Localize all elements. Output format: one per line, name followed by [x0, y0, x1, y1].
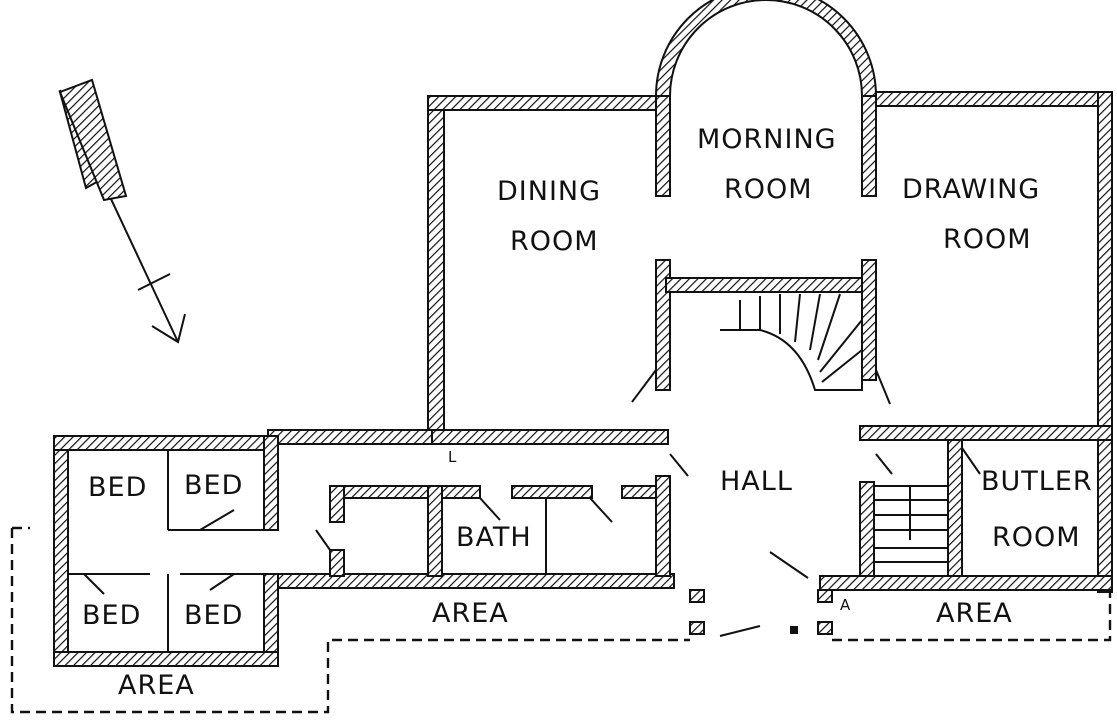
entrance-porch [689, 589, 833, 635]
bed-label-top-left: BED [88, 472, 147, 503]
drawing-room-label-line1: DRAWING [902, 174, 1040, 205]
bed-label-bottom-right: BED [184, 600, 243, 631]
morning-room-label-line2: ROOM [724, 174, 813, 205]
north-arrow-icon [58, 78, 186, 344]
dining-room-label-line1: DINING [497, 176, 601, 207]
morning-room-label-line1: MORNING [697, 124, 837, 155]
main-staircase [720, 291, 863, 391]
bedroom-wing-walls [53, 435, 279, 667]
main-block-walls [427, 91, 1113, 593]
area-label-right: AREA [936, 598, 1013, 629]
bed-label-top-right: BED [184, 470, 243, 501]
dining-room-label-line2: ROOM [510, 226, 599, 257]
mark-l: L [448, 448, 457, 466]
area-label-middle: AREA [432, 598, 509, 629]
service-wing-walls [267, 429, 675, 589]
back-staircase [873, 485, 949, 577]
hall-label: HALL [720, 466, 793, 497]
door-swings [631, 369, 981, 637]
area-boundary-lines [10, 526, 1112, 714]
mark-a: A [840, 596, 851, 614]
butler-room-label-line1: BUTLER [981, 466, 1093, 497]
drawing-room-label-line2: ROOM [943, 224, 1032, 255]
morning-room-bay [654, 0, 878, 97]
area-label-left: AREA [118, 670, 195, 701]
butler-room-label-line2: ROOM [992, 522, 1081, 553]
bath-label: BATH [456, 522, 532, 553]
bed-label-bottom-left: BED [82, 600, 141, 631]
